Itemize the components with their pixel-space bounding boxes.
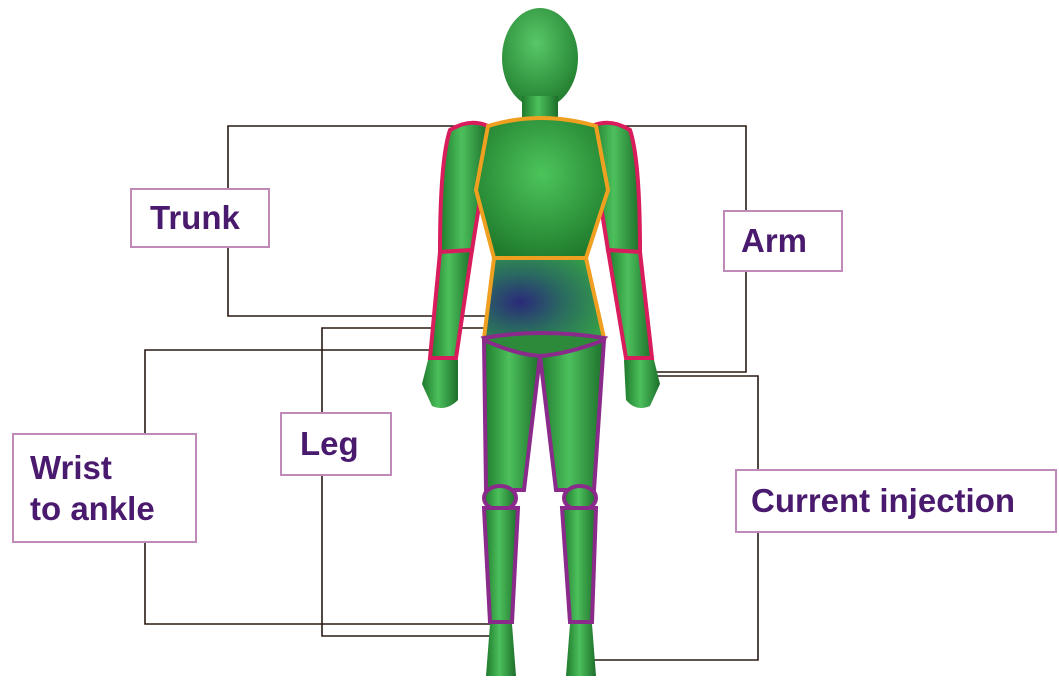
trunk-label: Trunk [130, 188, 270, 248]
current-injection-wire [652, 376, 758, 470]
trunk-label-text: Trunk [150, 197, 240, 238]
left-foot [486, 624, 516, 676]
current-injection-label: Current injection [735, 469, 1057, 533]
leg-wire [322, 328, 488, 414]
wrist-ankle-wire-lower [145, 542, 492, 624]
current-injection-wire-lower [590, 532, 758, 660]
left-forearm [430, 250, 472, 358]
right-foot [566, 624, 596, 676]
head [502, 8, 578, 108]
lower-trunk [484, 258, 604, 338]
wrist-to-ankle-label-line1: Wrist [30, 447, 112, 488]
right-forearm [608, 250, 652, 358]
right-thigh [540, 340, 604, 490]
leg-wire-lower [322, 476, 492, 636]
mannequin-figure [422, 8, 660, 676]
wrist-to-ankle-label: Wrist to ankle [12, 433, 197, 543]
right-hand [624, 360, 660, 408]
arm-label: Arm [723, 210, 843, 272]
arm-label-text: Arm [741, 220, 807, 261]
current-injection-label-text: Current injection [751, 480, 1015, 521]
arm-wire-lower [652, 270, 746, 372]
right-shin [562, 508, 596, 622]
left-hand [422, 360, 458, 408]
wrist-to-ankle-label-line2: to ankle [30, 488, 155, 529]
leg-label-text: Leg [300, 423, 359, 464]
left-shin [484, 508, 518, 622]
leg-label: Leg [280, 412, 392, 476]
left-thigh [484, 340, 540, 490]
upper-trunk [476, 118, 608, 258]
